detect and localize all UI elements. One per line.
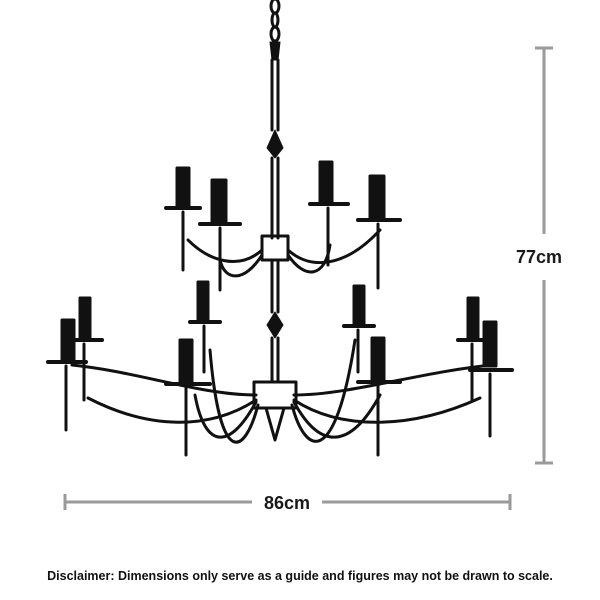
candle [356,336,402,457]
candle [468,320,514,438]
candle [308,160,350,267]
upper-tier-candles [164,160,402,292]
disclaimer-text: Disclaimer: Dimensions only serve as a g… [47,569,553,583]
height-dimension [535,46,553,465]
candle [164,338,212,457]
candle [356,174,402,290]
height-dimension-label: 77cm [516,247,563,267]
lower-tier-arms [70,338,494,444]
lower-tier-candles [46,280,514,457]
candle [164,166,202,272]
central-stem [252,41,298,442]
width-dimension [63,494,512,510]
candle [198,178,242,292]
chandelier-illustration [46,0,514,457]
width-dimension-label: 86cm [260,493,315,514]
candle [68,296,104,402]
candle [188,280,222,374]
candle [342,284,376,374]
hanging-chain [269,0,281,43]
